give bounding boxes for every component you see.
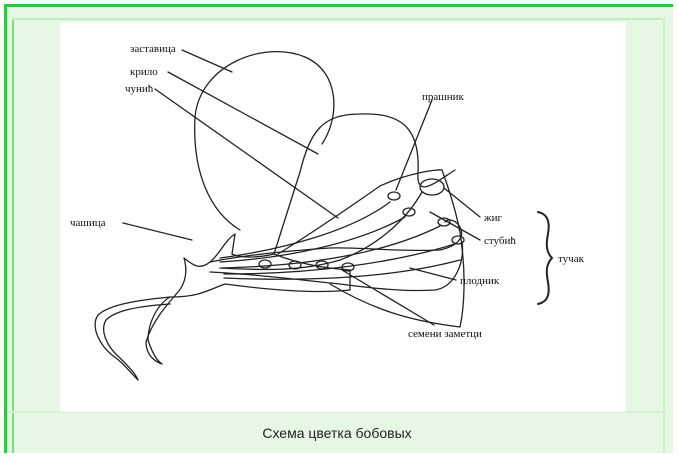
leader-stubic [430, 212, 480, 240]
ovary-lower [210, 242, 463, 291]
frame-inner-left-border [12, 18, 14, 453]
anther-4 [452, 236, 464, 244]
label-prashnik: прашник [422, 91, 465, 103]
label-chuncic: чунић [125, 83, 154, 95]
leader-krilo [168, 72, 318, 154]
style [220, 192, 422, 270]
anther-1 [388, 192, 400, 200]
label-stubic: стубић [484, 235, 516, 247]
frame-top-border [4, 4, 673, 7]
pedicel [95, 297, 170, 380]
leader-prashnik [396, 100, 432, 190]
frame-inner-top-border [12, 18, 662, 20]
ovule-1 [259, 260, 271, 268]
frame-left-border [4, 4, 7, 453]
ovary [210, 220, 462, 262]
leader-chashica [123, 223, 192, 240]
flower-diagram: заставица крило чунић прашник чашица жиг… [60, 22, 626, 412]
leader-zhig [444, 188, 480, 217]
standard-petal [195, 52, 334, 230]
label-semeni-zametci: семени заметци [408, 328, 482, 340]
label-krilo: крило [130, 66, 158, 78]
leader-zastavica [182, 50, 232, 72]
label-zhig: жиг [483, 212, 502, 224]
wing-petal [274, 114, 455, 254]
label-plodnik: плодник [460, 275, 500, 287]
pistil-brace [538, 212, 552, 304]
leader-plodnik [410, 268, 456, 280]
label-chashica: чашица [70, 217, 106, 229]
label-zastavica: заставица [130, 43, 176, 55]
leader-chuncic [155, 89, 338, 218]
frame-right-border [663, 18, 665, 453]
diagram-panel: заставица крило чунић прашник чашица жиг… [60, 22, 626, 412]
label-tuchak: тучак [558, 253, 585, 265]
figure-caption: Схема цветка бобовых [7, 418, 667, 448]
